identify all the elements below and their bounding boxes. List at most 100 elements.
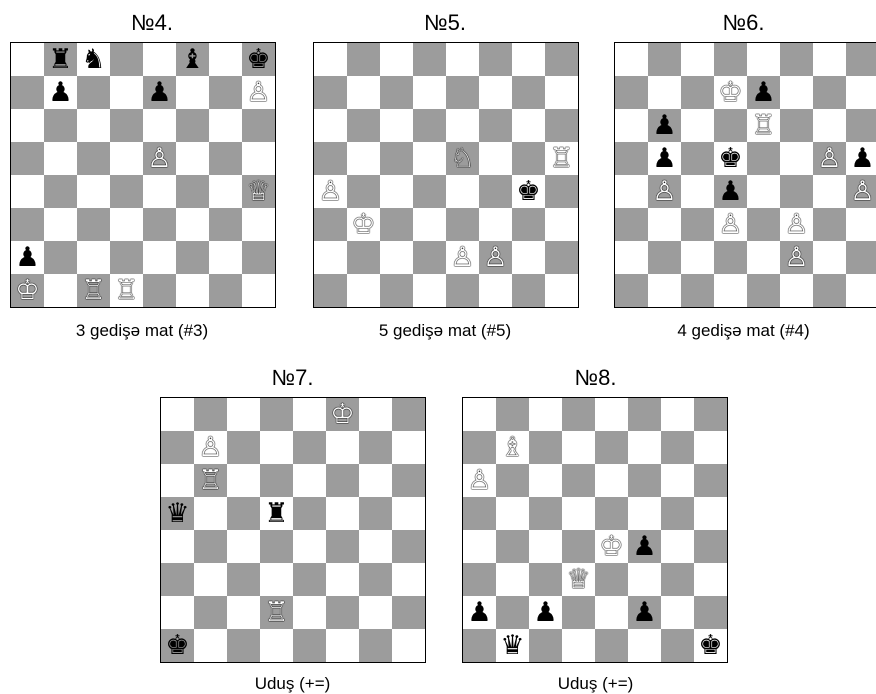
board-square: ♟ [648,109,681,142]
board-square [77,175,110,208]
board-square [463,398,496,431]
board-square [359,497,392,530]
board-square: ♔ [326,398,359,431]
board-square [242,241,275,274]
white-rook-icon: ♖ [264,599,288,626]
board-square [615,43,648,76]
puzzle-title: №4. [6,10,298,36]
board-square [595,596,628,629]
board-square [496,530,529,563]
board-square [529,563,562,596]
board-square [347,241,380,274]
board-square [176,76,209,109]
board-square: ♙ [846,175,876,208]
board-square [529,431,562,464]
white-pawn-icon: ♙ [467,467,491,494]
board-square [314,43,347,76]
board-square: ♖ [77,274,110,307]
board-square [446,208,479,241]
board-square [359,563,392,596]
board-square [496,563,529,596]
board-square [227,464,260,497]
board-square: ♛ [496,629,529,662]
board-square [714,241,747,274]
black-pawn-icon: ♟ [467,599,491,626]
board-square [77,241,110,274]
board-square [661,464,694,497]
puzzle-4: №4. ♜♞♝♚♟♟♙♙♕♟♔♖♖ 3 gedişə mat (#3) [6,0,298,350]
board-square [161,398,194,431]
board-square [392,563,425,596]
chess-board: ♔♙♖♛♜♖♚ [160,397,426,663]
board-square [846,274,876,307]
board-square [143,109,176,142]
board-square: ♗ [496,431,529,464]
board-square [143,274,176,307]
black-king-icon: ♚ [165,632,189,659]
board-square [529,464,562,497]
board-square [661,497,694,530]
puzzle-caption: 3 gedişə mat (#3) [6,321,278,341]
black-pawn-icon: ♟ [718,178,742,205]
board-square [681,241,714,274]
white-king-icon: ♔ [330,401,354,428]
board-square [562,596,595,629]
puzzle-title: №5. [309,10,581,36]
board-square [194,563,227,596]
board-square [143,175,176,208]
board-square: ♔ [714,76,747,109]
puzzle-caption: Uduş (+=) [458,674,733,694]
board-square [314,274,347,307]
board-square [293,530,326,563]
board-square [694,530,727,563]
board-square [77,208,110,241]
white-pawn-icon: ♙ [652,178,676,205]
board-square [176,109,209,142]
board-square [380,208,413,241]
board-square [714,43,747,76]
white-pawn-icon: ♙ [817,145,841,172]
board-square [628,629,661,662]
board-square [681,208,714,241]
board-square [479,208,512,241]
board-square [380,76,413,109]
board-square [359,398,392,431]
board-square: ♚ [242,43,275,76]
board-square [194,530,227,563]
board-square: ♟ [714,175,747,208]
board-square [496,464,529,497]
board-square [813,43,846,76]
white-king-icon: ♔ [599,533,623,560]
board-square [314,76,347,109]
chess-board: ♗♙♔♟♕♟♟♟♛♚ [462,397,728,663]
board-square [615,109,648,142]
white-king-icon: ♔ [15,277,39,304]
board-square [209,43,242,76]
white-queen-icon: ♕ [246,178,270,205]
board-square: ♙ [780,241,813,274]
white-pawn-icon: ♙ [784,244,808,271]
board-square [545,76,578,109]
black-rook-icon: ♜ [264,500,288,527]
board-square [359,596,392,629]
board-square [260,431,293,464]
board-square [615,142,648,175]
board-square [11,76,44,109]
board-square [780,274,813,307]
board-square [463,497,496,530]
black-queen-icon: ♛ [500,632,524,659]
board-square [314,241,347,274]
board-square: ♚ [512,175,545,208]
puzzle-6: №6. ♔♟♟♖♟♚♙♟♙♟♙♙♙♙ 4 gedişə mat (#4) [611,0,876,350]
board-square [813,274,846,307]
puzzle-title: №8. [458,365,733,391]
board-square [545,208,578,241]
board-square [347,43,380,76]
board-square [545,43,578,76]
board-square [380,109,413,142]
black-rook-icon: ♜ [48,46,72,73]
puzzle-8: №8. ♗♙♔♟♕♟♟♟♛♚ Uduş (+=) [458,355,733,694]
board-square [595,398,628,431]
board-square [648,43,681,76]
white-pawn-icon: ♙ [147,145,171,172]
